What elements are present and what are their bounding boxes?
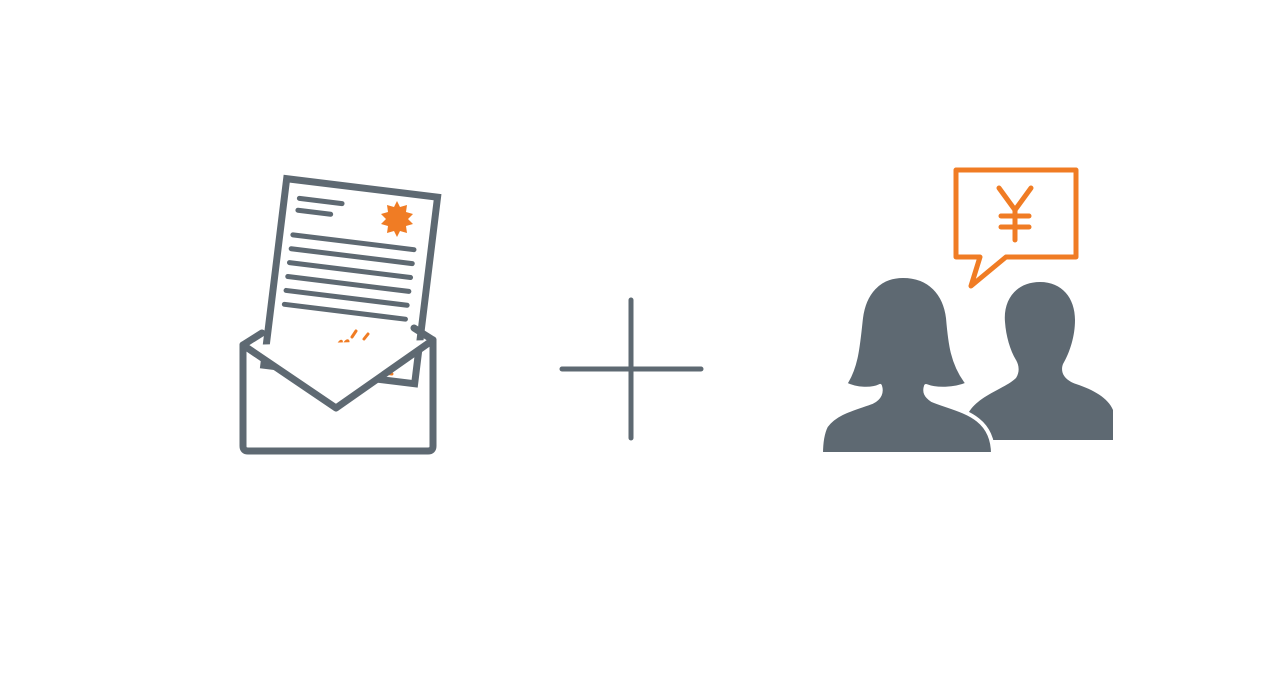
signed-document-in-envelope-icon	[239, 174, 442, 455]
man-silhouette-icon	[961, 282, 1113, 440]
woman-silhouette-icon	[819, 274, 995, 456]
envelope-icon	[239, 336, 437, 455]
envelope-front-icon	[239, 324, 437, 412]
plus-icon	[559, 297, 704, 441]
two-people-discussing-yen-icon	[819, 167, 1113, 456]
speech-bubble-icon	[953, 167, 1079, 289]
yen-icon	[996, 185, 1034, 243]
seal-icon	[381, 201, 413, 237]
